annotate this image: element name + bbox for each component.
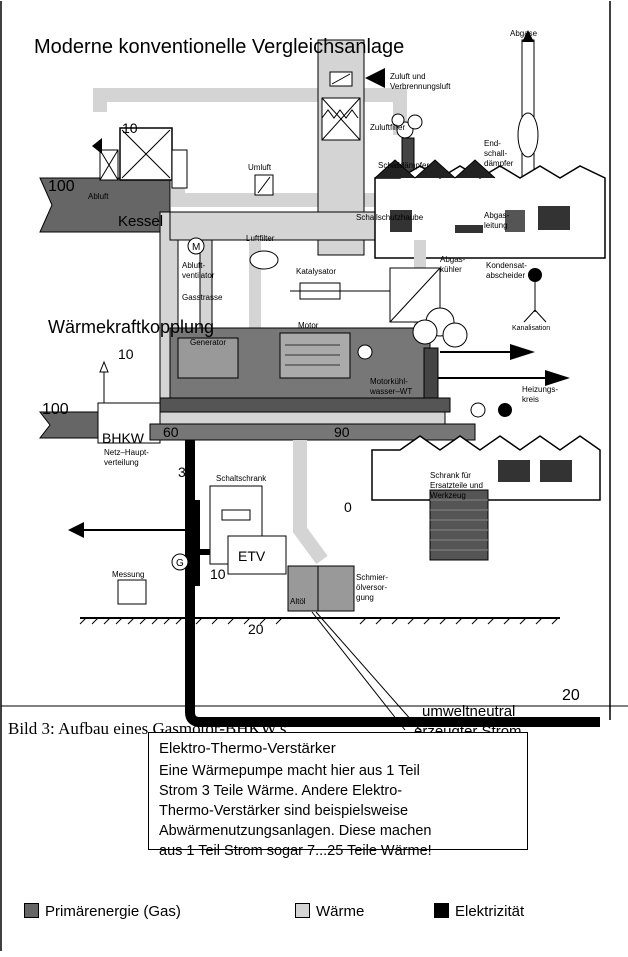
label-schrank-2: Ersatzteile und — [430, 481, 483, 490]
label-abgasleitung-1: Abgas- — [484, 211, 510, 220]
diagram-heading-2: Wärmekraftkopplung — [48, 317, 214, 337]
value-fuel-chp: 100 — [42, 401, 69, 418]
value-heat-60: 60 — [163, 424, 179, 440]
label-motorkuehl-1: Motorkühl- — [370, 377, 408, 386]
label-gasstrasse: Gasstrasse — [182, 293, 223, 302]
value-loss-0: 0 — [344, 499, 352, 515]
note-line: Thermo-Verstärker sind beispielsweise — [159, 801, 517, 821]
label-schmier-3: gung — [356, 593, 374, 602]
value-heat-90: 90 — [334, 424, 350, 440]
label-messung: Messung — [112, 570, 144, 579]
label-endschall-3: dämpfer — [484, 159, 514, 168]
label-bhkw: BHKW — [102, 430, 145, 446]
label-schalldaempfer: Schalldämpfer — [378, 161, 429, 170]
label-abluftventilator-1: Abluft- — [182, 261, 205, 270]
callout-line — [312, 612, 405, 730]
pump-icon — [358, 345, 372, 359]
legend-item-gas: Primärenergie (Gas) — [24, 902, 181, 922]
grid-arrow — [68, 522, 84, 538]
label-kondensat-1: Kondensat- — [486, 261, 527, 270]
label-katalysator: Katalysator — [296, 267, 336, 276]
label-motor: Motor — [298, 321, 319, 330]
value-top-loss: 10 — [122, 120, 138, 136]
label-schaltschrank: Schaltschrank — [216, 474, 267, 483]
label-heizungskreis-2: kreis — [522, 395, 539, 404]
end-silencer-icon — [518, 113, 538, 157]
label-luftfilter: Luftfilter — [246, 234, 275, 243]
diagram-heading: Moderne konventionelle Vergleichsanlage — [34, 36, 404, 58]
label-schmier-1: Schmier- — [356, 573, 388, 582]
label-zuluft-2: Verbrennungsluft — [390, 82, 451, 91]
label-abgase: Abgase — [510, 29, 538, 38]
label-zuluft-1: Zuluft und — [390, 72, 426, 81]
svg-text:G: G — [176, 558, 184, 569]
label-schrank-1: Schrank für — [430, 471, 471, 480]
value-power-30: 30 — [178, 464, 194, 480]
heating-flow-arrow — [545, 370, 570, 386]
value-out-20b: 20 — [562, 687, 580, 704]
green-power-1: umweltneutral — [422, 703, 515, 720]
label-altoel: Altöl — [290, 597, 306, 606]
label-endschall-2: schall- — [484, 149, 507, 158]
legend-item-electricity: Elektrizität — [434, 902, 524, 922]
label-kanalisation: Kanalisation — [512, 325, 550, 332]
label-kondensat-2: abscheider — [486, 271, 525, 280]
label-netz-1: Netz–Haupt- — [104, 448, 149, 457]
label-endschall-1: End- — [484, 139, 501, 148]
label-abgaskuehler-1: Abgas- — [440, 255, 466, 264]
note-line: Strom 3 Teile Wärme. Andere Elektro- — [159, 781, 517, 801]
value-etv-10: 10 — [210, 566, 226, 582]
svg-text:M: M — [192, 242, 200, 253]
condensate-trap-icon — [528, 268, 542, 282]
label-schallschutz: Schallschutzhaube — [356, 213, 424, 222]
label-heizungskreis-1: Heizungs- — [522, 385, 558, 394]
label-abluftventilator-2: ventilator — [182, 271, 215, 280]
label-schrank-3: Werkzeug — [430, 491, 466, 500]
note-line: Eine Wärmepumpe macht hier aus 1 Teil — [159, 761, 517, 781]
legend-swatch-heat — [295, 903, 310, 918]
label-generator: Generator — [190, 338, 226, 347]
etv-note: Elektro-Thermo-Verstärker Eine Wärmepump… — [148, 732, 528, 850]
value-fuel-conv: 100 — [48, 178, 75, 195]
legend-label-gas: Primärenergie (Gas) — [45, 903, 181, 920]
value-out-20a: 20 — [248, 621, 264, 637]
label-abgaskuehler-2: kühler — [440, 265, 462, 274]
air-filter-icon — [250, 251, 278, 269]
legend-item-heat: Wärme — [295, 902, 364, 922]
meter-icon — [118, 580, 146, 604]
exhaust-arrow-left — [92, 138, 102, 154]
label-umluft: Umluft — [248, 163, 272, 172]
label-abluft: Abluft — [88, 192, 109, 201]
legend-swatch-gas — [24, 903, 39, 918]
label-kessel: Kessel — [118, 213, 163, 230]
label-motorkuehl-2: wasser–WT — [369, 387, 412, 396]
floor-slab — [150, 424, 475, 440]
note-line: Abwärmenutzungsanlagen. Diese machen — [159, 821, 517, 841]
legend-swatch-electricity — [434, 903, 449, 918]
label-abgasleitung-2: leitung — [484, 221, 508, 230]
label-schmier-2: ölversor- — [356, 583, 387, 592]
value-chp-loss: 10 — [118, 346, 134, 362]
label-etv: ETV — [238, 548, 266, 564]
label-netz-2: verteilung — [104, 458, 139, 467]
supply-air-arrow — [365, 68, 385, 88]
oil-drum-2 — [318, 566, 354, 611]
note-title: Elektro-Thermo-Verstärker — [159, 739, 517, 759]
note-line: aus 1 Teil Strom sogar 7...25 Teile Wärm… — [159, 841, 517, 861]
legend-label-heat: Wärme — [316, 903, 364, 920]
legend-label-electricity: Elektrizität — [455, 903, 524, 920]
label-zuluftfilter: Zuluftfilter — [370, 123, 405, 132]
